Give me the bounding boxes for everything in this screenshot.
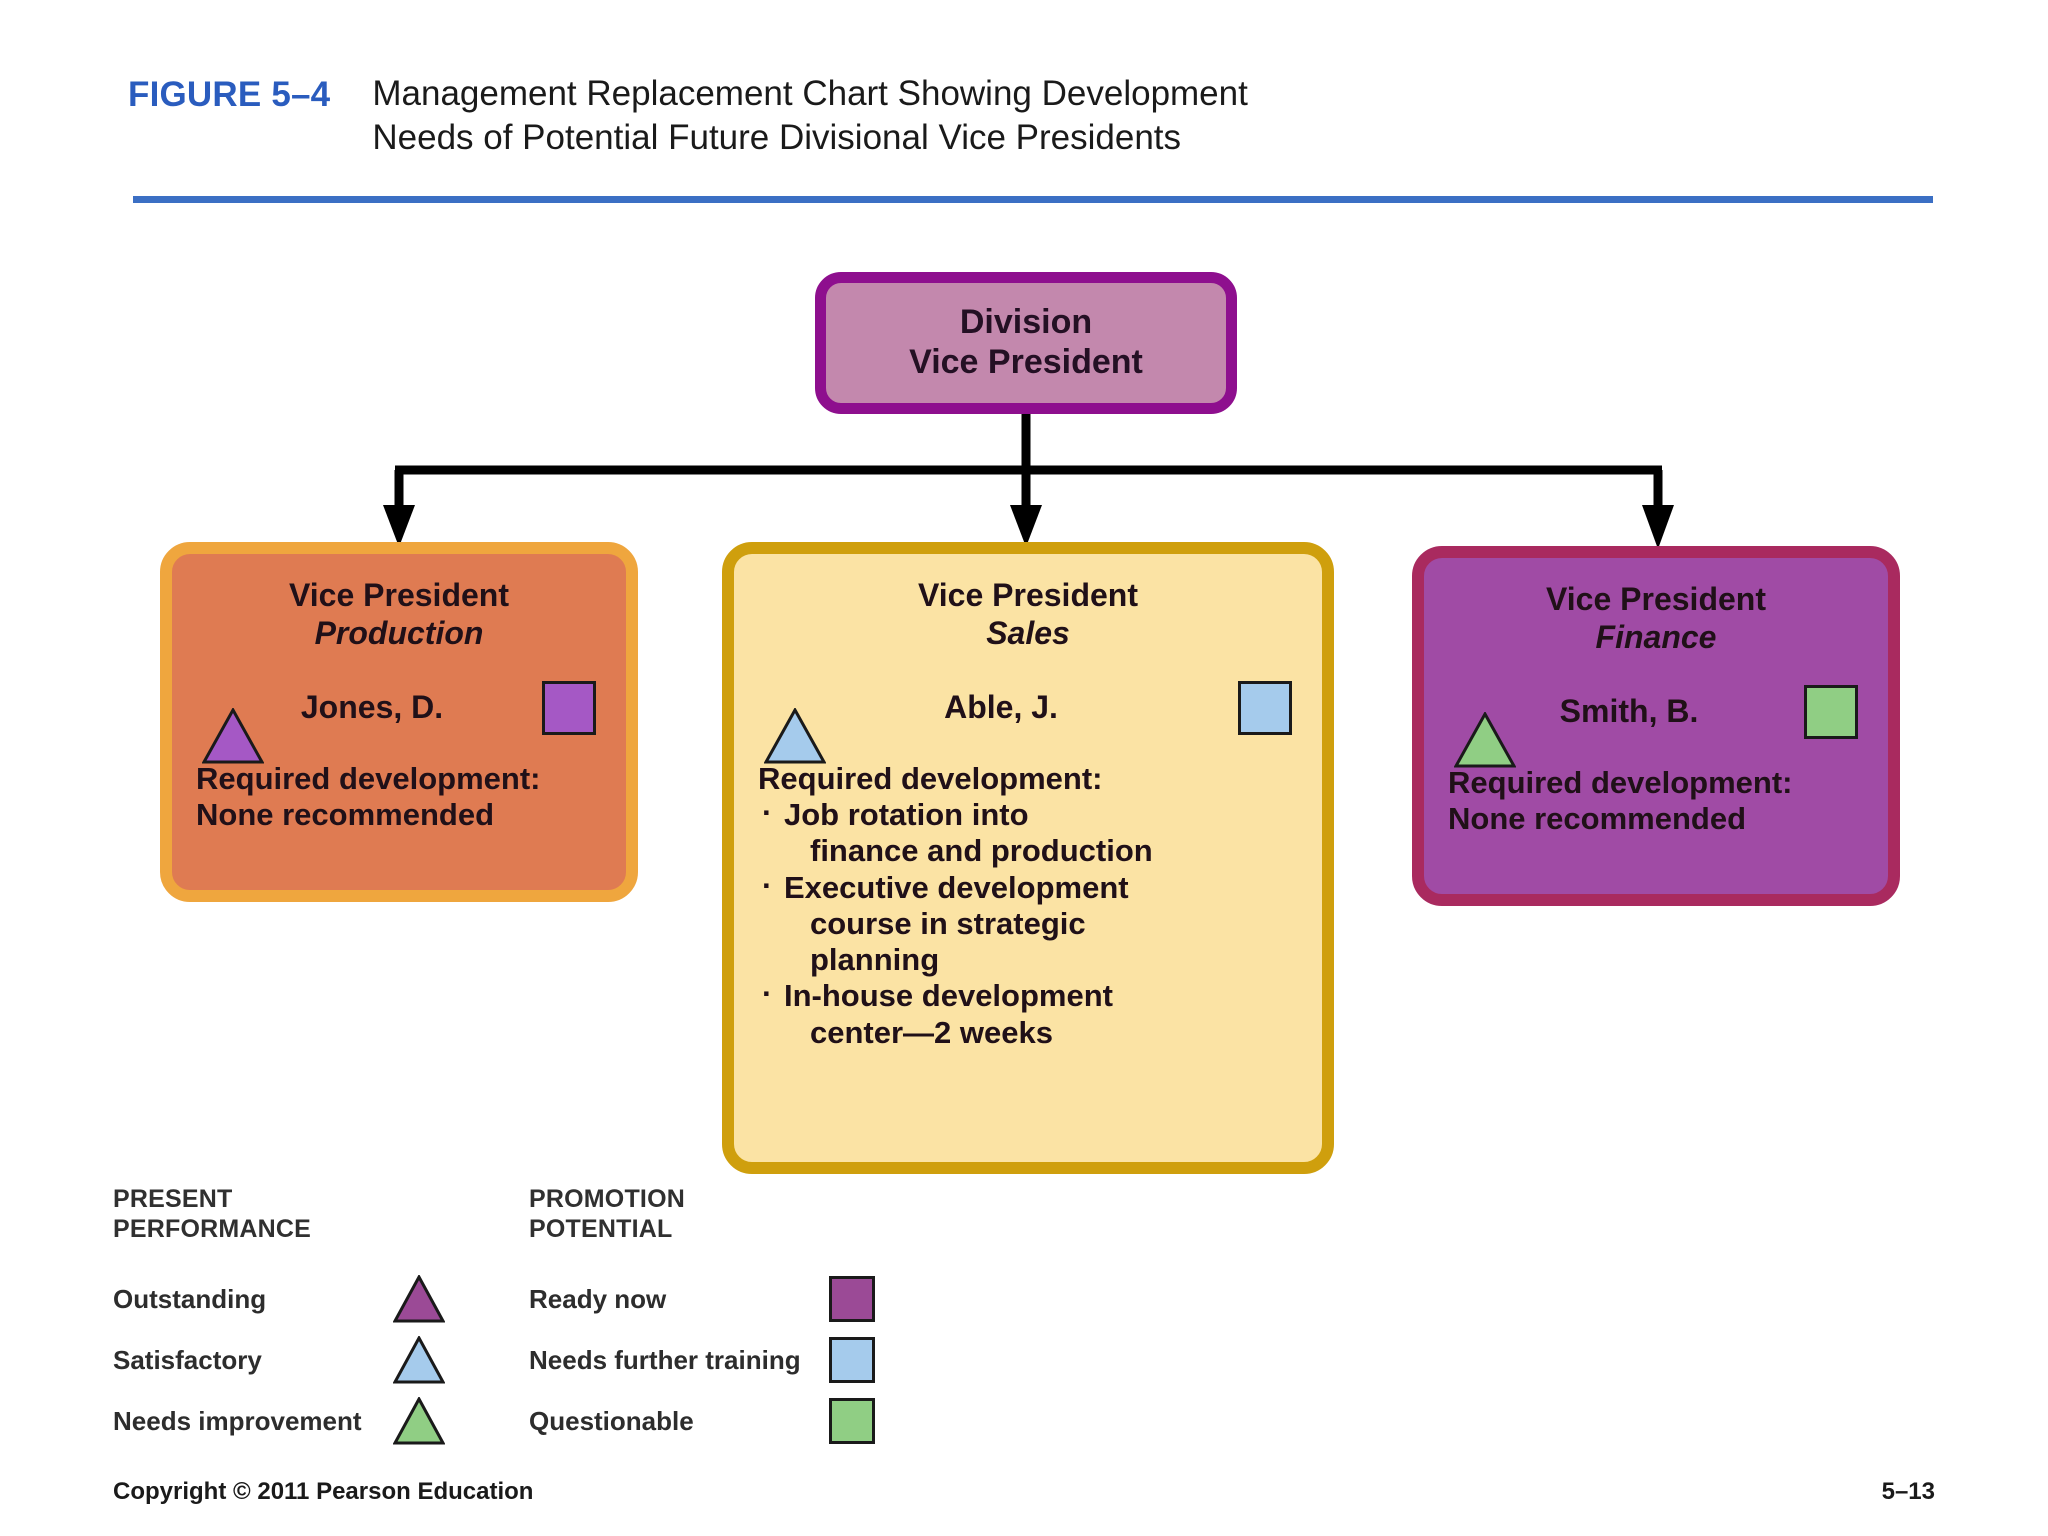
finance-required-label: Required development: — [1448, 764, 1793, 800]
legend-potential-label-1: Needs further training — [529, 1344, 801, 1375]
sales-item-1-line-3: planning — [810, 942, 940, 978]
potential-square-icon — [542, 680, 597, 735]
production-role: Vice President — [289, 577, 509, 613]
legend-present-performance: PRESENT PERFORMANCE Outstanding Satisfac… — [113, 1185, 513, 1453]
sales-item-1-line-2: course in strategic — [810, 905, 1086, 941]
sales-item-0-line-2: finance and production — [810, 833, 1153, 869]
production-required-text: None recommended — [196, 797, 495, 833]
legend-row: Outstanding — [113, 1270, 513, 1328]
list-item: Executive development course in strategi… — [758, 868, 1298, 979]
figure-header: FIGURE 5–4 Management Replacement Chart … — [128, 72, 1928, 160]
sales-person-name: Able, J. — [944, 689, 1058, 726]
legend-potential-title: PROMOTION POTENTIAL — [529, 1185, 979, 1244]
figure-header-row: FIGURE 5–4 Management Replacement Chart … — [128, 72, 1928, 160]
sales-item-2-line-2: center—2 weeks — [810, 1014, 1053, 1050]
legend-square-icon — [829, 1398, 891, 1444]
arrow-head-sales — [1010, 505, 1042, 547]
arrow-head-production — [383, 505, 415, 547]
legend-row: Ready now — [529, 1270, 979, 1328]
finance-person-row: Smith, B. — [1448, 684, 1864, 768]
sales-node-heading: Vice President Sales — [758, 576, 1298, 653]
sales-item-2-line-1: In-house development — [784, 978, 1113, 1014]
org-node-vice-president-production[interactable]: Vice President Production Jones, D. Requ… — [160, 542, 638, 902]
legend-potential-title-line-1: PROMOTION — [529, 1185, 685, 1213]
legend-performance-items: Outstanding Satisfactory Needs improveme… — [113, 1270, 513, 1450]
finance-required-text: None recommended — [1448, 801, 1747, 837]
finance-person-name: Smith, B. — [1559, 693, 1699, 730]
org-node-division-vice-president[interactable]: Division Vice President — [815, 272, 1237, 414]
copyright-notice: Copyright © 2011 Pearson Education — [113, 1478, 534, 1505]
production-person-name: Jones, D. — [300, 689, 444, 726]
sales-department: Sales — [986, 615, 1070, 652]
legend-triangle-icon — [393, 1275, 455, 1323]
legend-promotion-potential: PROMOTION POTENTIAL Ready now Needs furt… — [529, 1185, 979, 1453]
potential-square-icon — [1804, 684, 1859, 739]
legend-performance-label-0: Outstanding — [113, 1283, 267, 1314]
header-divider-rule — [133, 196, 1933, 203]
legend-performance-label-1: Satisfactory — [113, 1344, 262, 1375]
legend-performance-title-line-2: PERFORMANCE — [113, 1214, 312, 1243]
production-person-row: Jones, D. — [196, 680, 602, 764]
legend-square-icon — [829, 1276, 891, 1322]
legend-performance-title-line-1: PRESENT — [113, 1185, 233, 1213]
legend-square-swatch — [829, 1398, 875, 1444]
legend-row: Needs improvement — [113, 1392, 513, 1450]
finance-role: Vice President — [1546, 581, 1766, 617]
sales-required-development: Required development: Job rotation into … — [758, 761, 1298, 1051]
sales-person-row: Able, J. — [758, 680, 1298, 764]
sales-item-0-line-1: Job rotation into — [784, 797, 1029, 833]
list-item: In-house development center—2 weeks — [758, 976, 1298, 1051]
finance-required-development: Required development: None recommended — [1448, 765, 1864, 838]
legend-potential-title-line-2: POTENTIAL — [529, 1214, 673, 1243]
legend-row: Satisfactory — [113, 1331, 513, 1389]
production-node-heading: Vice President Production — [196, 576, 602, 653]
legend-row: Needs further training — [529, 1331, 979, 1389]
org-node-vice-president-finance[interactable]: Vice President Finance Smith, B. Require… — [1412, 546, 1900, 906]
list-item: Job rotation into finance and production — [758, 795, 1298, 870]
production-required-development: Required development: None recommended — [196, 761, 602, 834]
potential-square-icon — [1238, 680, 1292, 735]
legend-square-swatch — [829, 1337, 875, 1383]
page-title: Management Replacement Chart Showing Dev… — [372, 72, 1247, 160]
legend-potential-label-2: Questionable — [529, 1405, 694, 1436]
division-title-line-1: Division — [959, 303, 1093, 342]
legend-potential-label-0: Ready now — [529, 1283, 667, 1314]
sales-required-items-list: Job rotation into finance and production… — [758, 795, 1298, 1051]
legend-square-icon — [829, 1337, 891, 1383]
legend-square-swatch — [829, 1276, 875, 1322]
page-number: 5–13 — [1881, 1478, 1935, 1505]
division-title-line-2: Vice President — [909, 343, 1143, 381]
finance-department: Finance — [1595, 619, 1717, 656]
sales-required-label: Required development: — [758, 760, 1103, 796]
legend-row: Questionable — [529, 1392, 979, 1450]
figure-number-label: FIGURE 5–4 — [128, 75, 331, 114]
arrow-head-finance — [1642, 505, 1674, 549]
sales-item-1-line-1: Executive development — [784, 869, 1129, 905]
legend-performance-title: PRESENT PERFORMANCE — [113, 1185, 513, 1244]
division-node-title: Division Vice President — [909, 303, 1143, 383]
sales-role: Vice President — [918, 577, 1138, 613]
production-required-label: Required development: — [196, 760, 541, 796]
org-node-vice-president-sales[interactable]: Vice President Sales Able, J. Required d… — [722, 542, 1334, 1174]
legend-potential-items: Ready now Needs further training Questio… — [529, 1270, 979, 1450]
legend-triangle-icon — [393, 1397, 455, 1445]
legend-performance-label-2: Needs improvement — [113, 1405, 362, 1436]
figure-title-line-2: Needs of Potential Future Divisional Vic… — [372, 118, 1182, 158]
production-department: Production — [314, 615, 484, 652]
legend-triangle-icon — [393, 1336, 455, 1384]
figure-title-line-1: Management Replacement Chart Showing Dev… — [372, 74, 1248, 113]
finance-node-heading: Vice President Finance — [1448, 580, 1864, 657]
